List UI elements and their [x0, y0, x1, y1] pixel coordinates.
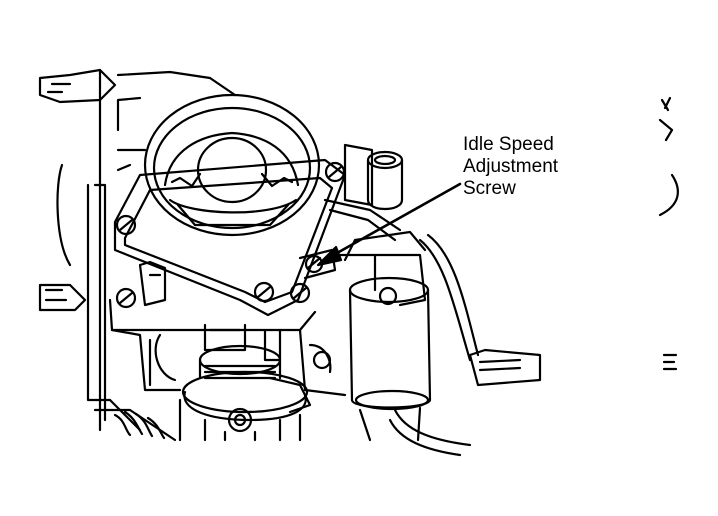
- upper-casing: [116, 70, 237, 172]
- idle-actuator-motor: [333, 230, 432, 442]
- callout-line-1: Idle Speed: [463, 134, 554, 155]
- leader-arrowhead: [316, 245, 343, 267]
- throttle-body-intake: [143, 93, 321, 237]
- callout-line-2: Adjustment: [463, 156, 559, 177]
- callout-line-3: Screw: [463, 178, 516, 199]
- hose-fitting: [323, 143, 404, 242]
- margin-marks: [658, 96, 679, 371]
- left-bracket: [38, 68, 177, 442]
- throttle-body-base: [108, 260, 347, 397]
- flange-screw: [115, 161, 346, 309]
- throttle-linkage: [178, 344, 312, 442]
- leader-line: [328, 182, 462, 259]
- mounting-flange: [113, 158, 347, 317]
- idle-speed-screw-label: Idle Speed Adjustment Screw: [463, 134, 558, 200]
- wiring-harness: [388, 233, 542, 457]
